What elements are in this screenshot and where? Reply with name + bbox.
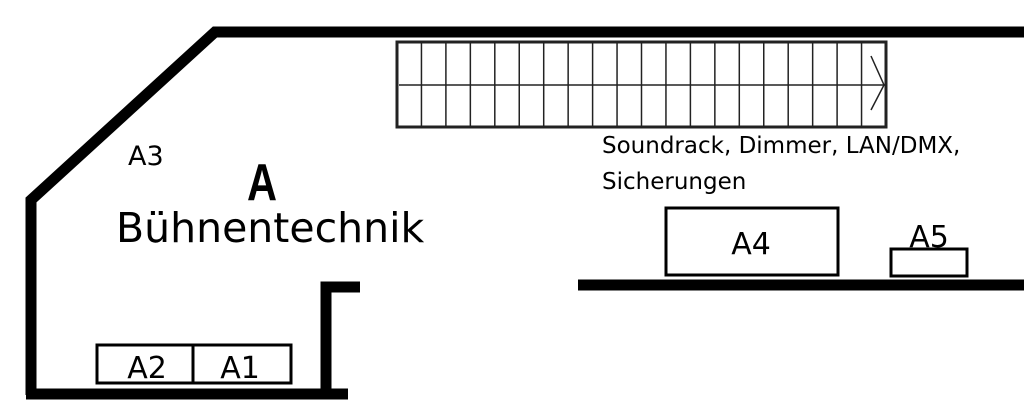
label-a3: A3	[128, 141, 164, 172]
staircase	[395, 40, 888, 129]
room-name: Bühnentechnik	[116, 204, 424, 252]
room-letter: A	[247, 153, 277, 212]
stair-arrow	[870, 55, 885, 111]
inner-wall-left	[320, 281, 360, 394]
label-a2: A2	[127, 351, 167, 386]
box-a4	[664, 206, 840, 277]
outer-wall	[25, 26, 1024, 395]
label-a1: A1	[220, 351, 260, 386]
label-a4: A4	[731, 227, 771, 262]
walls	[25, 26, 1024, 400]
box-a5	[889, 247, 969, 278]
note-line-1: Soundrack, Dimmer, LAN/DMX,	[602, 133, 960, 159]
note-line-2: Sicherungen	[602, 169, 746, 195]
label-a5: A5	[909, 220, 949, 255]
box-a1	[191, 343, 293, 385]
equipment-boxes	[95, 206, 969, 385]
